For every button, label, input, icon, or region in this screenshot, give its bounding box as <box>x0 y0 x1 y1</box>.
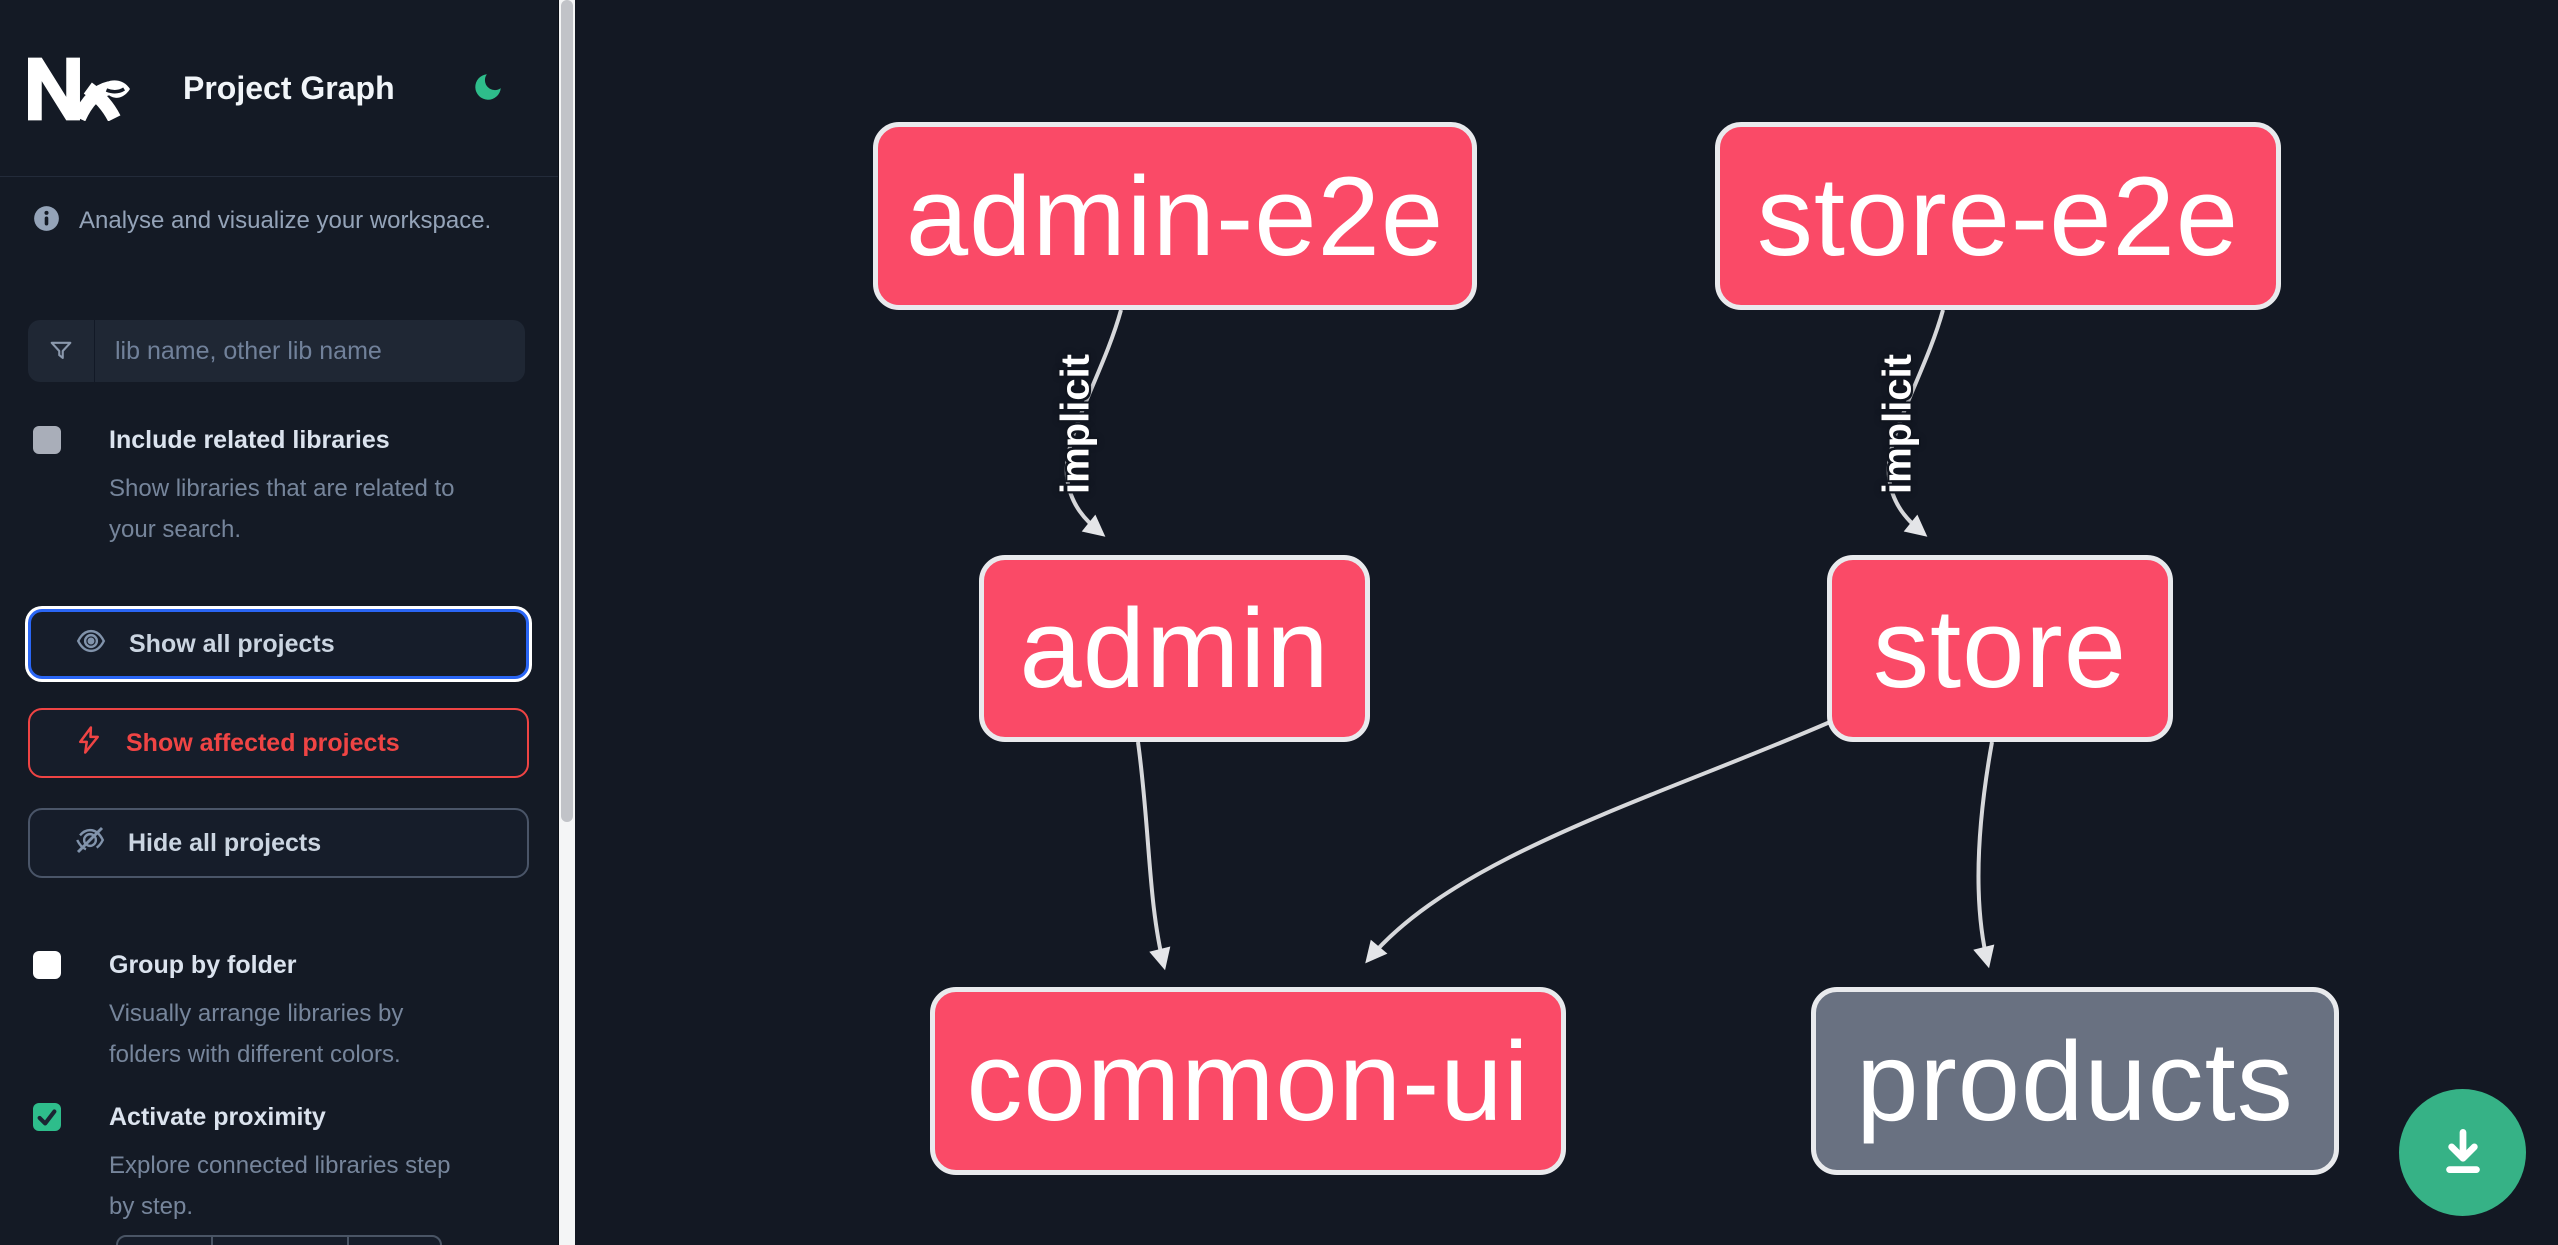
sidebar-header: Project Graph <box>0 0 558 177</box>
edge-admin-to-common-ui[interactable] <box>1136 741 1171 971</box>
download-icon <box>2432 1120 2494 1185</box>
show-affected-projects-button[interactable]: Show affected projects <box>28 708 529 778</box>
bolt-icon <box>74 725 104 762</box>
checkbox-activate-proximity[interactable] <box>33 1103 61 1131</box>
toggle-description: Show libraries that are related to your … <box>109 475 455 543</box>
graph-node-store-e2e[interactable]: store-e2e <box>1715 122 2281 310</box>
project-filter <box>28 320 525 382</box>
graph-node-admin-e2e[interactable]: admin-e2e <box>873 122 1477 310</box>
download-image-button[interactable] <box>2399 1089 2526 1216</box>
page-title: Project Graph <box>183 70 395 106</box>
edge-store-e2e-to-store[interactable] <box>1886 309 1945 537</box>
proximity-decrement-button[interactable] <box>118 1237 211 1245</box>
toggle-label[interactable]: Include related libraries <box>109 426 390 454</box>
edge-store-to-common-ui[interactable] <box>1365 720 1831 964</box>
filter-input[interactable] <box>95 320 525 382</box>
show-all-projects-button[interactable]: Show all projects <box>28 609 529 679</box>
check-icon <box>37 1109 57 1126</box>
graph-node-products[interactable]: products <box>1811 987 2339 1175</box>
sidebar: Project Graph Analyse and visualize your… <box>0 0 559 1245</box>
button-label: Hide all projects <box>128 828 322 857</box>
hide-all-projects-button[interactable]: Hide all projects <box>28 808 529 878</box>
button-label: Show all projects <box>129 629 335 658</box>
toggle-description: Visually arrange libraries by folders wi… <box>109 1000 404 1068</box>
workspace-tagline: Analyse and visualize your workspace. <box>79 207 492 234</box>
edge-admin-e2e-to-admin[interactable] <box>1064 309 1123 537</box>
proximity-depth-stepper <box>116 1235 442 1245</box>
toggle-description: Explore connected libraries step by step… <box>109 1152 451 1220</box>
workspace-tagline-row: Analyse and visualize your workspace. <box>33 205 491 237</box>
dark-mode-toggle[interactable] <box>470 70 506 106</box>
eye-icon <box>75 625 107 664</box>
edge-store-to-products[interactable] <box>1973 741 1995 969</box>
proximity-depth-value <box>211 1237 346 1245</box>
sidebar-scrollbar-track[interactable] <box>559 0 575 1245</box>
proximity-increment-button[interactable] <box>346 1237 440 1245</box>
filter-icon <box>28 320 95 382</box>
graph-node-common-ui[interactable]: common-ui <box>930 987 1566 1175</box>
graph-node-store[interactable]: store <box>1827 555 2173 742</box>
checkbox-include-related[interactable] <box>33 426 61 454</box>
moon-icon <box>471 74 505 107</box>
eye-off-icon <box>74 824 106 863</box>
nx-logo <box>28 57 130 126</box>
graph-node-admin[interactable]: admin <box>979 555 1370 742</box>
checkbox-group-by-folder[interactable] <box>33 951 61 979</box>
toggle-label[interactable]: Activate proximity <box>109 1103 326 1131</box>
info-icon <box>33 205 60 237</box>
edge-label-implicit: implicit <box>1875 353 1920 495</box>
toggle-label[interactable]: Group by folder <box>109 951 297 979</box>
edge-label-implicit: implicit <box>1053 353 1098 495</box>
sidebar-scrollbar-thumb[interactable] <box>561 0 573 822</box>
button-label: Show affected projects <box>126 728 400 757</box>
